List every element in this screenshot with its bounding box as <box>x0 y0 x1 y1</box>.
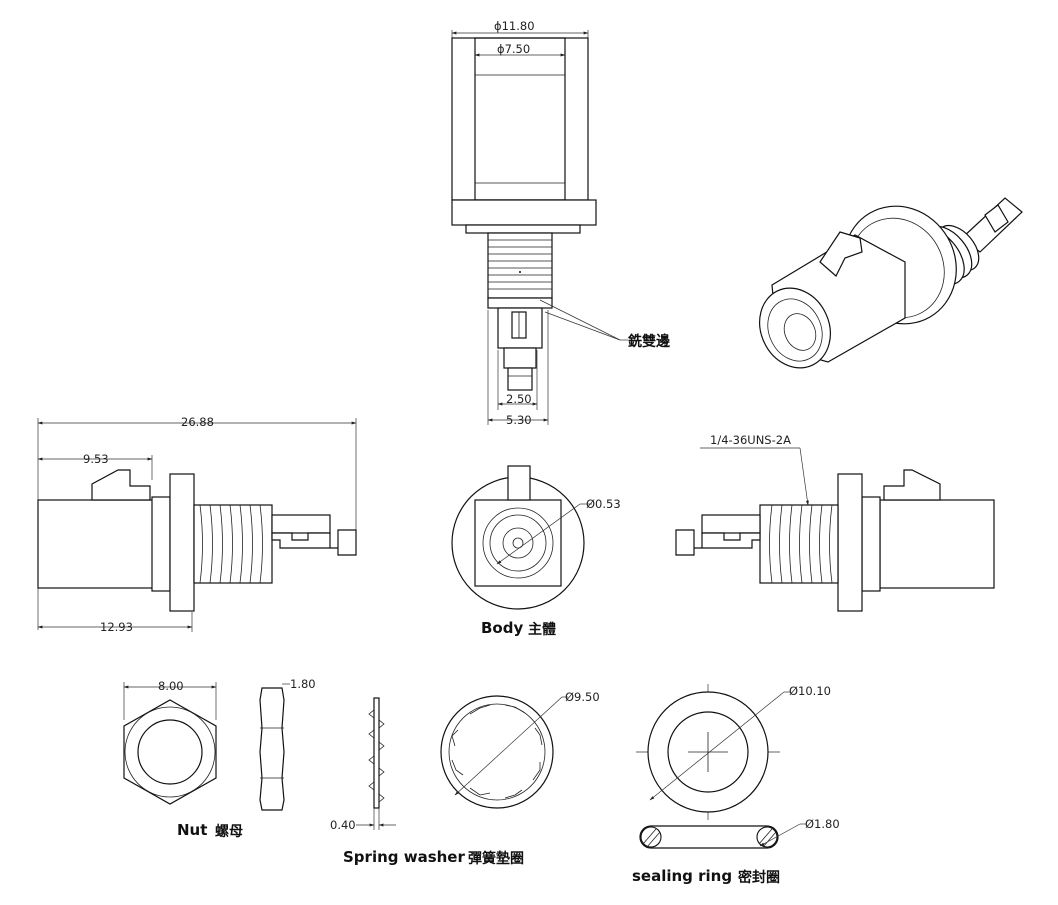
dim-overall-length: 26.88 <box>181 415 214 429</box>
spring-washer-caption: Spring washer <box>343 848 465 866</box>
dim-body-length: 12.93 <box>100 620 133 634</box>
dim-outer-diameter: ϕ11.80 <box>494 19 535 33</box>
sealing-ring-caption-cn: 密封圈 <box>737 869 780 886</box>
body-caption-cn: 主體 <box>528 621 556 638</box>
dim-ring-cross-section: Ø1.80 <box>805 817 840 831</box>
side-view-left: 26.88 9.53 12.93 <box>37 415 357 634</box>
dim-washer-diameter: Ø9.50 <box>565 690 600 704</box>
spring-washer-drawing: 0.40 Ø9.50 Spring washer 彈簧墊圈 <box>330 690 600 867</box>
dim-nut-across-flats: 8.00 <box>158 679 184 693</box>
dim-tab-offset: 9.53 <box>83 452 109 466</box>
dim-pin-width: 5.30 <box>506 413 532 427</box>
sealing-ring-caption: sealing ring <box>632 867 732 885</box>
dim-inner-diameter: ϕ7.50 <box>497 42 530 56</box>
nut-drawing: 8.00 1.80 Nut 螺母 <box>123 677 316 840</box>
side-view-right: 1/4-36UNS-2A <box>675 433 995 612</box>
dim-nut-thickness: 1.80 <box>290 677 316 691</box>
spring-washer-caption-cn: 彈簧墊圈 <box>468 850 524 867</box>
nut-caption-cn: 螺母 <box>215 823 243 840</box>
flats-label: 銑雙邊 <box>627 333 671 350</box>
isometric-view <box>759 197 1023 369</box>
thread-spec: 1/4-36UNS-2A <box>710 433 791 447</box>
dim-ring-outer-diameter: Ø10.10 <box>789 684 831 698</box>
body-caption: Body <box>481 619 523 637</box>
sealing-ring-drawing: Ø10.10 Ø1.80 sealing ring 密封圈 <box>632 684 840 886</box>
body-front-view: Ø0.53 Body 主體 <box>451 465 621 638</box>
nut-caption: Nut <box>177 821 207 839</box>
dim-flat-width: 2.50 <box>506 392 532 406</box>
dim-washer-thickness: 0.40 <box>330 818 356 832</box>
dim-pin-diameter: Ø0.53 <box>586 497 621 511</box>
top-view: ϕ11.80 ϕ7.50 銑 <box>451 19 671 427</box>
